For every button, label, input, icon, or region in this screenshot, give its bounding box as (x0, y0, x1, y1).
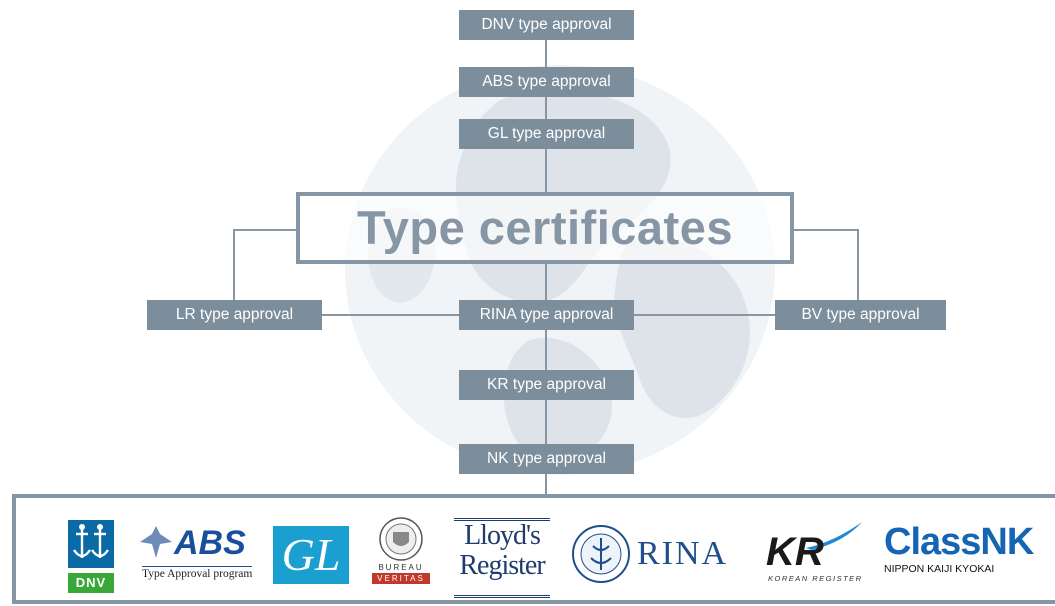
kr-logo-text: KR (766, 530, 824, 574)
rina-approval-box: RINA type approval (459, 300, 634, 330)
bv-approval-box: BV type approval (775, 300, 946, 330)
dnv-anchor-icon (68, 520, 114, 568)
lloyds-register-line1: Lloyd's (464, 520, 541, 551)
connector-right-horizontal (794, 229, 858, 231)
abs-logo-text: ABS (174, 524, 246, 562)
kr-logo: KR KOREAN REGISTER (766, 520, 874, 588)
gl-logo: GL (273, 526, 349, 584)
bureau-veritas-seal-icon (379, 517, 423, 561)
diagram-title: Type certificates (357, 201, 733, 254)
bureau-veritas-text-bureau: BUREAU (378, 563, 424, 572)
abs-approval-box: ABS type approval (459, 67, 634, 97)
connector-left-vertical (233, 229, 235, 300)
abs-logo-caption: Type Approval program (142, 566, 253, 580)
bureau-veritas-text-veritas: VERITAS (372, 573, 430, 584)
lloyds-register-logo: Lloyd's Register (454, 518, 550, 598)
lr-approval-box: LR type approval (147, 300, 322, 330)
dnv-logo-text: DNV (68, 573, 114, 593)
logos-frame: DNV ABS Type Approval program GL BUREAU … (12, 494, 1055, 604)
abs-eagle-icon (140, 526, 172, 558)
classnk-logo-caption: NIPPON KAIJI KYOKAI (884, 563, 995, 575)
abs-logo: ABS Type Approval program (138, 524, 254, 588)
kr-logo-caption: KOREAN REGISTER (768, 574, 863, 583)
connector-left-horizontal (233, 229, 296, 231)
connector-right-vertical (857, 229, 859, 300)
rina-logo-text: RINA (637, 535, 729, 572)
bureau-veritas-logo: BUREAU VERITAS (372, 516, 430, 592)
gl-logo-text: GL (281, 529, 341, 580)
lloyds-register-line2: Register (459, 550, 545, 581)
type-certificates-frame: Type certificates (296, 192, 794, 264)
nk-approval-box: NK type approval (459, 444, 634, 474)
classnk-logo-text: ClassNK (884, 521, 1034, 563)
dnv-logo: DNV (68, 520, 114, 593)
rina-seal-icon (572, 525, 630, 583)
kr-swoosh-icon (806, 522, 862, 550)
kr-approval-box: KR type approval (459, 370, 634, 400)
dnv-approval-box: DNV type approval (459, 10, 634, 40)
rina-logo: RINA (571, 522, 751, 588)
connector-vertical-top (545, 40, 547, 192)
gl-approval-box: GL type approval (459, 119, 634, 149)
classnk-logo: ClassNK NIPPON KAIJI KYOKAI (884, 521, 1034, 586)
